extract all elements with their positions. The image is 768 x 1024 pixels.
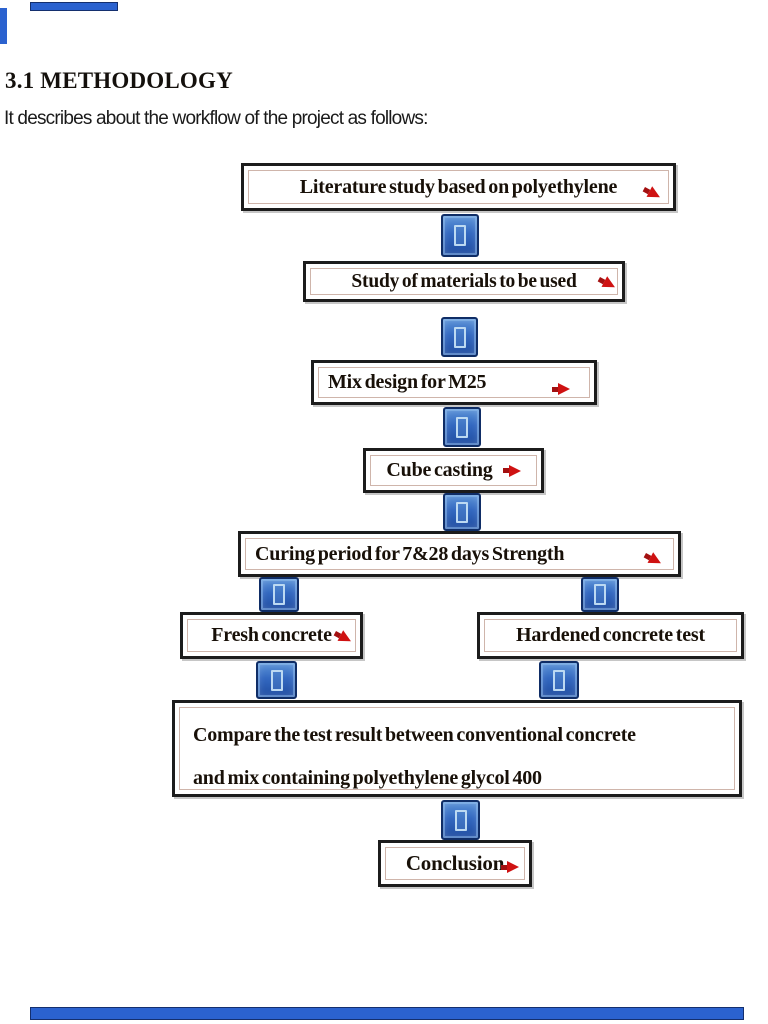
flow-node-compare-results: Compare the test result between conventi… [172, 700, 742, 797]
flow-node-hardened-concrete: Hardened concrete test [477, 612, 744, 659]
down-connector-icon [443, 493, 481, 531]
left-edge-fragment [0, 8, 7, 44]
flow-node-label: Hardened concrete test [516, 624, 705, 646]
flow-node-label-line1: Compare the test result between conventi… [193, 724, 636, 746]
flow-node-fresh-concrete: Fresh concrete [180, 612, 363, 659]
red-arrow-icon [332, 627, 354, 647]
down-connector-icon [256, 661, 297, 699]
down-connector-icon [259, 577, 299, 612]
red-arrow-icon [552, 383, 570, 395]
connector-glyph [273, 584, 285, 605]
down-connector-icon [443, 407, 481, 447]
connector-glyph [456, 501, 468, 523]
down-connector-icon [441, 317, 478, 357]
connector-glyph [454, 225, 466, 246]
flow-node-label: Literature study based on polyethylene [299, 175, 618, 198]
red-arrow-icon [642, 549, 664, 569]
flow-node-label-line2: and mix containing polyethylene glycol 4… [193, 767, 542, 789]
connector-glyph [456, 416, 468, 438]
red-arrow-icon [502, 464, 521, 477]
section-subheading: It describes about the workflow of the p… [4, 108, 428, 129]
flow-node-curing-period: Curing period for 7&28 days Strength [238, 531, 681, 577]
flow-node-literature-study: Literature study based on polyethylene [241, 163, 676, 211]
connector-glyph [270, 669, 283, 691]
down-connector-icon [581, 577, 619, 612]
down-connector-icon [539, 661, 579, 699]
connector-glyph [594, 584, 606, 605]
connector-glyph [553, 669, 565, 691]
flow-node-study-materials: Study of materials to be used [303, 261, 625, 302]
next-page-fragment [30, 1007, 744, 1020]
flow-node-mix-design: Mix design for M25 [311, 360, 597, 405]
prev-page-fragment [30, 2, 118, 11]
red-arrow-icon [596, 273, 618, 293]
flow-node-label: Cube casting [386, 459, 493, 481]
connector-glyph [454, 809, 467, 831]
flow-node-cube-casting: Cube casting [363, 448, 544, 493]
flow-node-conclusion: Conclusion [378, 840, 532, 887]
red-arrow-icon [641, 183, 663, 203]
down-connector-icon [441, 800, 480, 840]
down-connector-icon [441, 214, 479, 257]
flow-node-label: Mix design for M25 [328, 371, 487, 393]
connector-glyph [453, 326, 466, 348]
flow-node-label: Study of materials to be used [351, 270, 577, 292]
flow-node-label: Conclusion [405, 851, 505, 875]
section-heading: 3.1 METHODOLOGY [5, 68, 233, 93]
flow-node-label: Fresh concrete [211, 624, 332, 646]
red-arrow-icon [501, 861, 519, 873]
flow-node-label: Curing period for 7&28 days Strength [255, 542, 565, 565]
